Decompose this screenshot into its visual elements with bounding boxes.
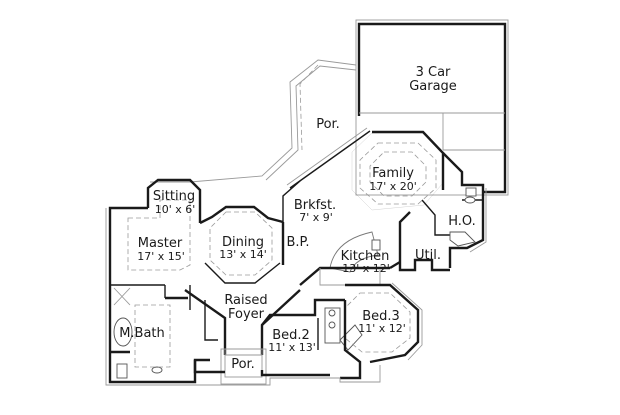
bed3-walls xyxy=(340,282,423,380)
bp-label: B.P. xyxy=(287,235,310,250)
bed2-label: Bed.2 xyxy=(272,328,310,343)
rear-porch-label: Por. xyxy=(316,117,340,132)
brkfst-dims: 7' x 9' xyxy=(299,211,333,224)
front-porch-label: Por. xyxy=(231,357,255,372)
ho-label: H.O. xyxy=(448,214,476,229)
bottom-outline xyxy=(193,360,381,386)
master-dims: 17' x 15' xyxy=(137,250,185,263)
bed3-label: Bed.3 xyxy=(362,309,400,324)
mbath-label: M.Bath xyxy=(119,326,165,341)
garage-walls xyxy=(355,19,509,196)
dining-label: Dining xyxy=(222,235,264,250)
dining-dims: 13' x 14' xyxy=(219,248,267,261)
kitchen-dims: 13' x 12' xyxy=(342,262,390,275)
rear-porch-outline xyxy=(150,59,357,183)
sitting-label: Sitting xyxy=(153,189,195,204)
sitting-dims: 10' x 6' xyxy=(155,203,196,216)
master-wing-walls xyxy=(105,178,210,386)
master-label: Master xyxy=(138,236,183,251)
util-label: Util. xyxy=(415,248,441,263)
brkfst-label: Brkfst. xyxy=(294,198,336,213)
dining-room xyxy=(199,205,285,284)
bed2-walls xyxy=(260,298,363,377)
kitchen-breakfast xyxy=(282,180,401,286)
family-room xyxy=(286,127,445,211)
bed3-dims: 11' x 12' xyxy=(358,322,406,335)
family-label: Family xyxy=(372,166,414,181)
family-dims: 17' x 20' xyxy=(369,180,417,193)
bed2-dims: 11' x 13' xyxy=(268,341,316,354)
ho-util-walls xyxy=(398,152,487,272)
kitchen-label: Kitchen xyxy=(341,249,390,264)
